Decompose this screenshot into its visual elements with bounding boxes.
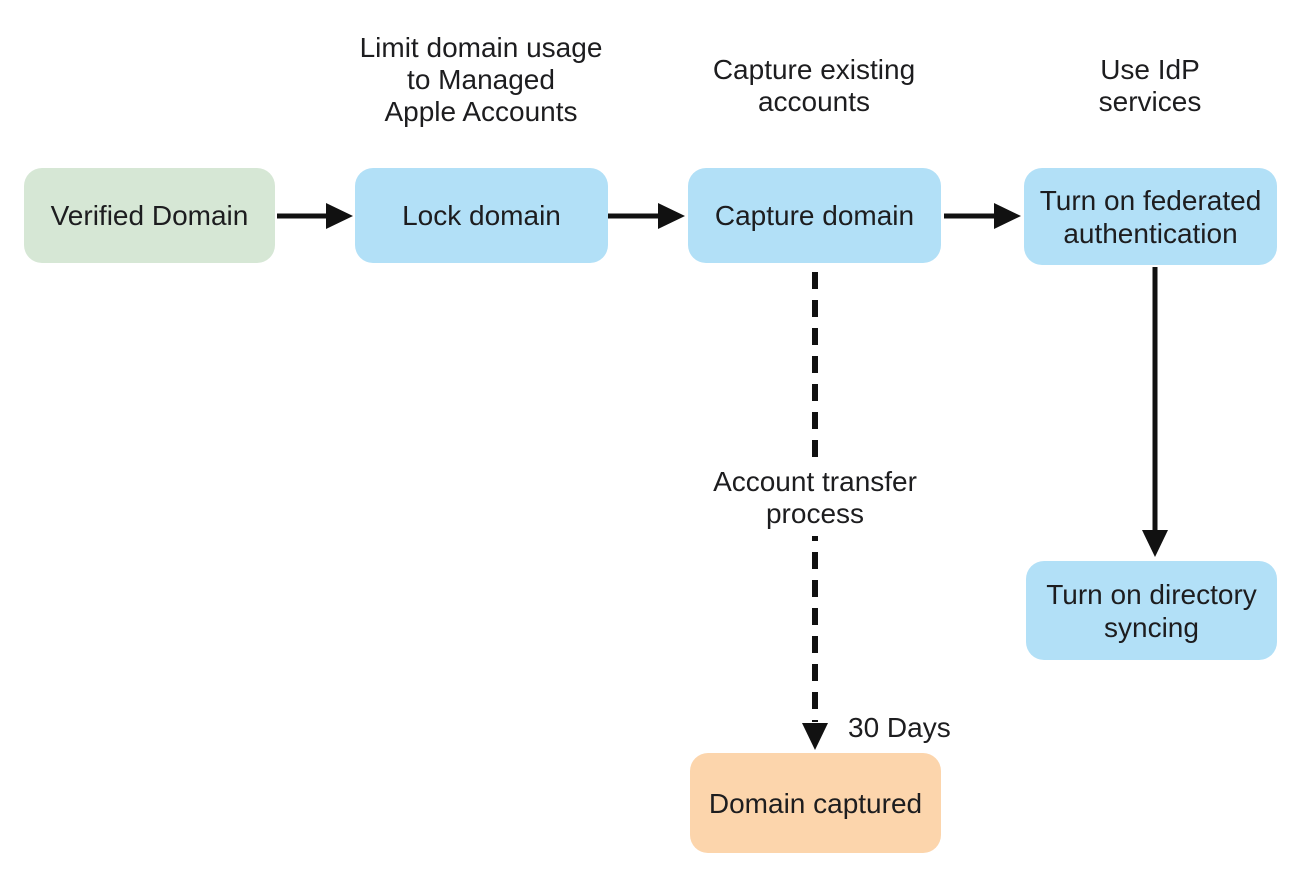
annotation-use-idp-services: Use IdP services: [1098, 54, 1202, 117]
node-lock-domain-label: Lock domain: [402, 200, 561, 231]
node-domain-captured-label: Domain captured: [708, 787, 923, 819]
annotation-limit-domain-usage: Limit domain usage to Managed Apple Acco…: [359, 32, 603, 127]
arrow-lock-to-capture: [607, 203, 685, 229]
annotation-30-days: 30 Days: [848, 712, 951, 743]
node-directory-syncing: Turn on directory syncing: [1026, 561, 1277, 660]
node-verified-domain: Verified Domain: [24, 168, 275, 263]
node-domain-captured: Domain captured: [690, 753, 941, 853]
arrow-verified-to-lock: [277, 203, 353, 229]
annotation-capture-existing-accounts: Capture existing accounts: [712, 54, 916, 117]
node-capture-domain-label: Capture domain: [714, 200, 915, 231]
node-directory-syncing-label: Turn on directory syncing: [1046, 578, 1257, 643]
node-capture-domain: Capture domain: [688, 168, 941, 263]
node-federated-authentication-label: Turn on federated authentication: [1039, 184, 1262, 249]
node-lock-domain: Lock domain: [355, 168, 608, 263]
node-federated-authentication: Turn on federated authentication: [1024, 168, 1277, 265]
node-verified-domain-label: Verified Domain: [50, 200, 249, 231]
annotation-account-transfer-process: Account transfer process: [701, 460, 929, 536]
arrow-capture-to-federated: [944, 203, 1021, 229]
arrow-federated-to-directory: [1142, 267, 1168, 557]
